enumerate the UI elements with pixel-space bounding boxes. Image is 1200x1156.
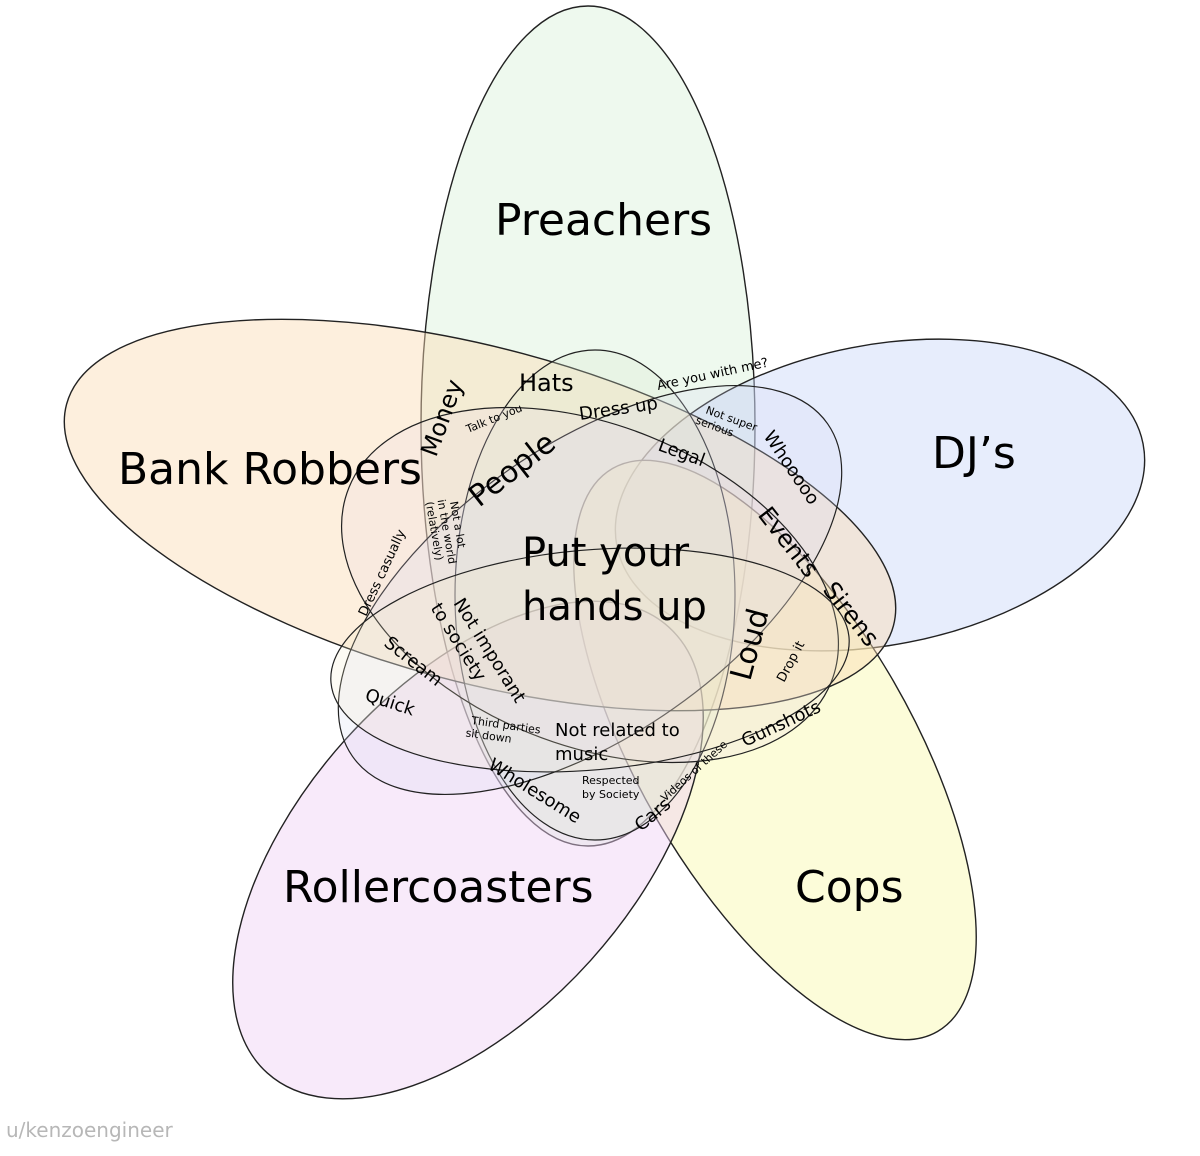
label-preachers: Preachers: [495, 195, 712, 246]
lobe-djs-inner: [337, 385, 843, 795]
label-respected: Respected by Society: [582, 774, 643, 801]
author-credit: u/kenzoengineer: [6, 1118, 173, 1142]
label-rollercoasters: Rollercoasters: [283, 862, 594, 913]
label-bank-robbers: Bank Robbers: [118, 444, 422, 495]
label-put-your-hands-up: Put your hands up: [522, 530, 707, 630]
lobe-preachers-inner: [454, 349, 736, 841]
label-not-related: Not related to music: [555, 720, 685, 765]
label-hats: Hats: [519, 369, 574, 397]
lobe-cops-inner: [330, 547, 850, 773]
ellipse-rollercoasters: [232, 600, 704, 1100]
label-djs: DJ’s: [932, 428, 1016, 479]
ellipse-bank-robbers: [63, 318, 897, 712]
label-cops: Cops: [795, 862, 904, 913]
ellipse-cops: [573, 459, 977, 1041]
